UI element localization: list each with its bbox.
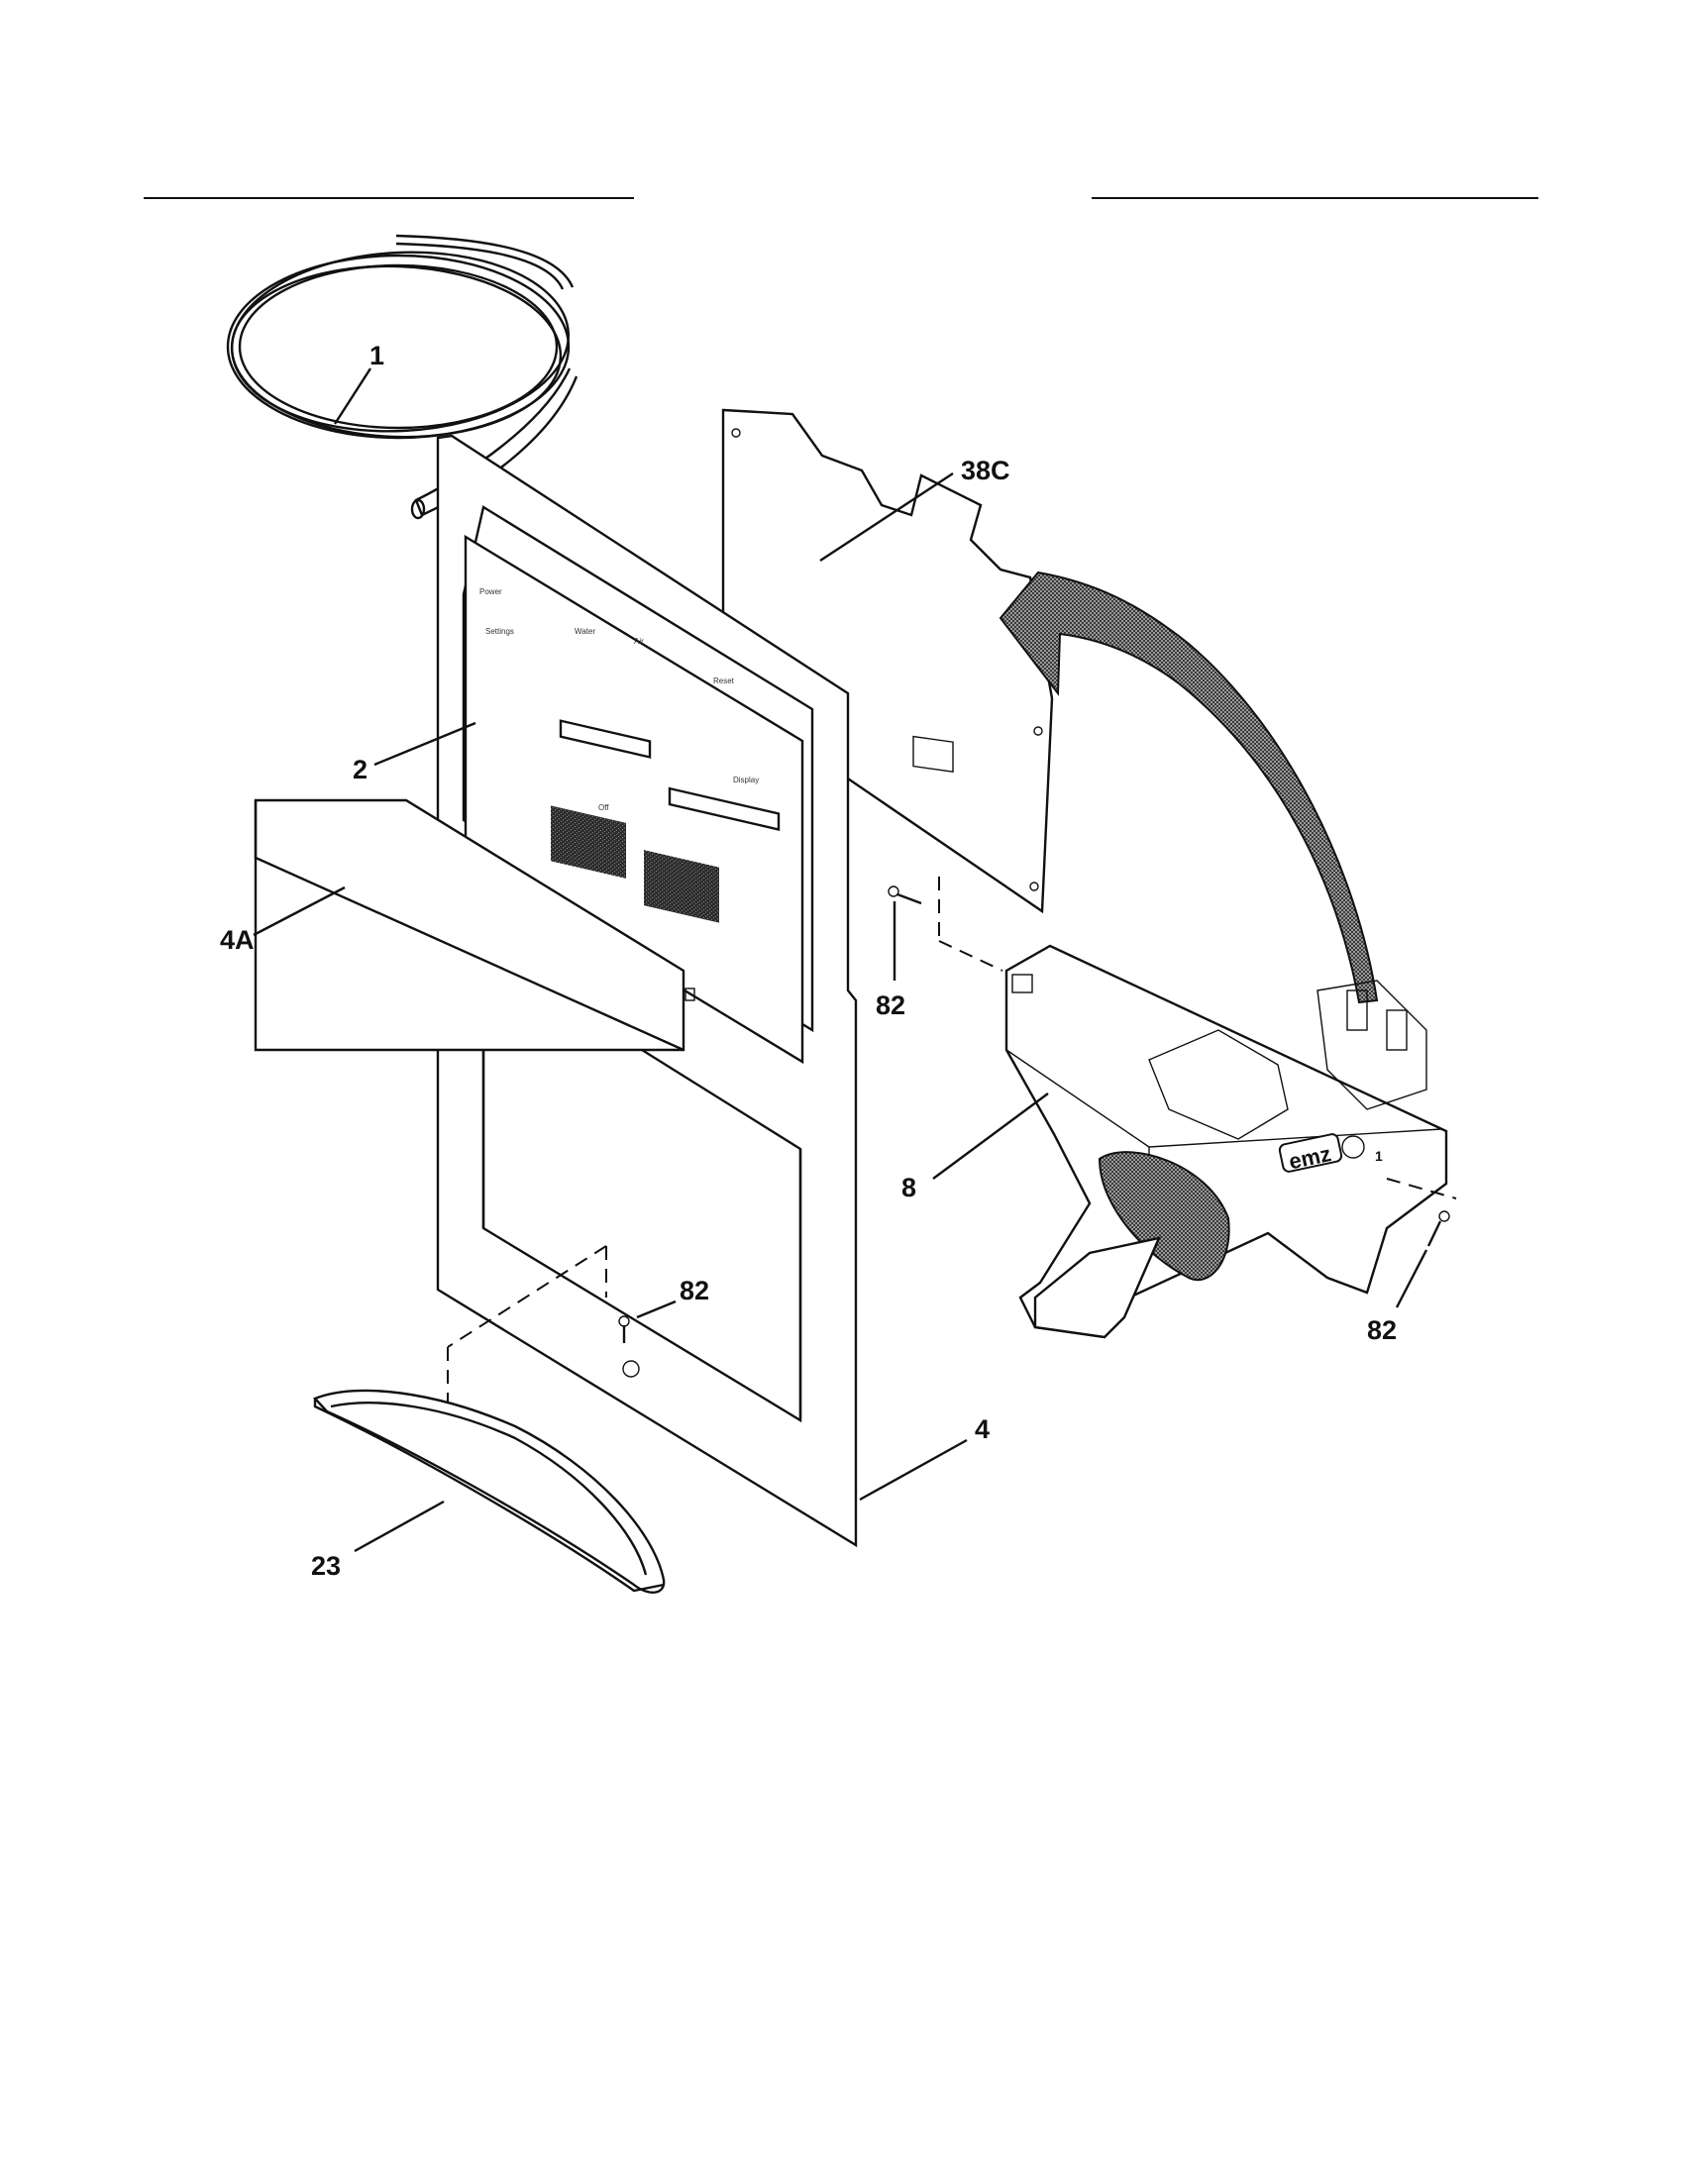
screw-82a	[888, 885, 922, 905]
screw-82c	[1426, 1210, 1450, 1247]
leader-1	[333, 367, 372, 425]
trim-strip-4a	[254, 798, 685, 1052]
svg-text:Water: Water	[575, 627, 595, 636]
leader-8	[932, 1092, 1049, 1180]
leader-4	[859, 1438, 968, 1502]
callout-2: 2	[353, 755, 368, 784]
svg-text:Display: Display	[733, 776, 759, 784]
svg-text:Air: Air	[634, 637, 644, 646]
callout-82c: 82	[1367, 1315, 1397, 1345]
curved-arrow	[999, 571, 1379, 1004]
callout-23: 23	[311, 1551, 341, 1581]
leader-2	[373, 721, 476, 767]
module-digit-label: 1	[1375, 1148, 1383, 1164]
callout-8: 8	[901, 1173, 916, 1202]
leader-82c	[1395, 1249, 1428, 1308]
callout-82b: 82	[680, 1276, 709, 1305]
callout-82a: 82	[876, 990, 905, 1020]
dispenser-module-8: emz 1	[938, 877, 1457, 1339]
tubing-coil	[226, 234, 579, 520]
svg-text:Off: Off	[598, 803, 609, 812]
callout-38c: 38C	[961, 456, 1010, 485]
control-panel-overlay-2: Power Settings Water Air Reset Display O…	[462, 505, 814, 1065]
screw-82b	[618, 1315, 630, 1343]
leader-38c	[819, 471, 954, 563]
svg-text:Settings: Settings	[485, 627, 514, 636]
leader-23	[354, 1500, 445, 1553]
callout-1: 1	[369, 341, 384, 370]
svg-text:Power: Power	[479, 587, 502, 596]
callout-4: 4	[975, 1414, 990, 1444]
leader-4a	[253, 885, 346, 937]
leader-82b	[636, 1300, 677, 1319]
svg-text:Reset: Reset	[713, 676, 735, 685]
callout-4a: 4A	[220, 925, 255, 955]
drip-tray-23	[312, 1389, 666, 1594]
